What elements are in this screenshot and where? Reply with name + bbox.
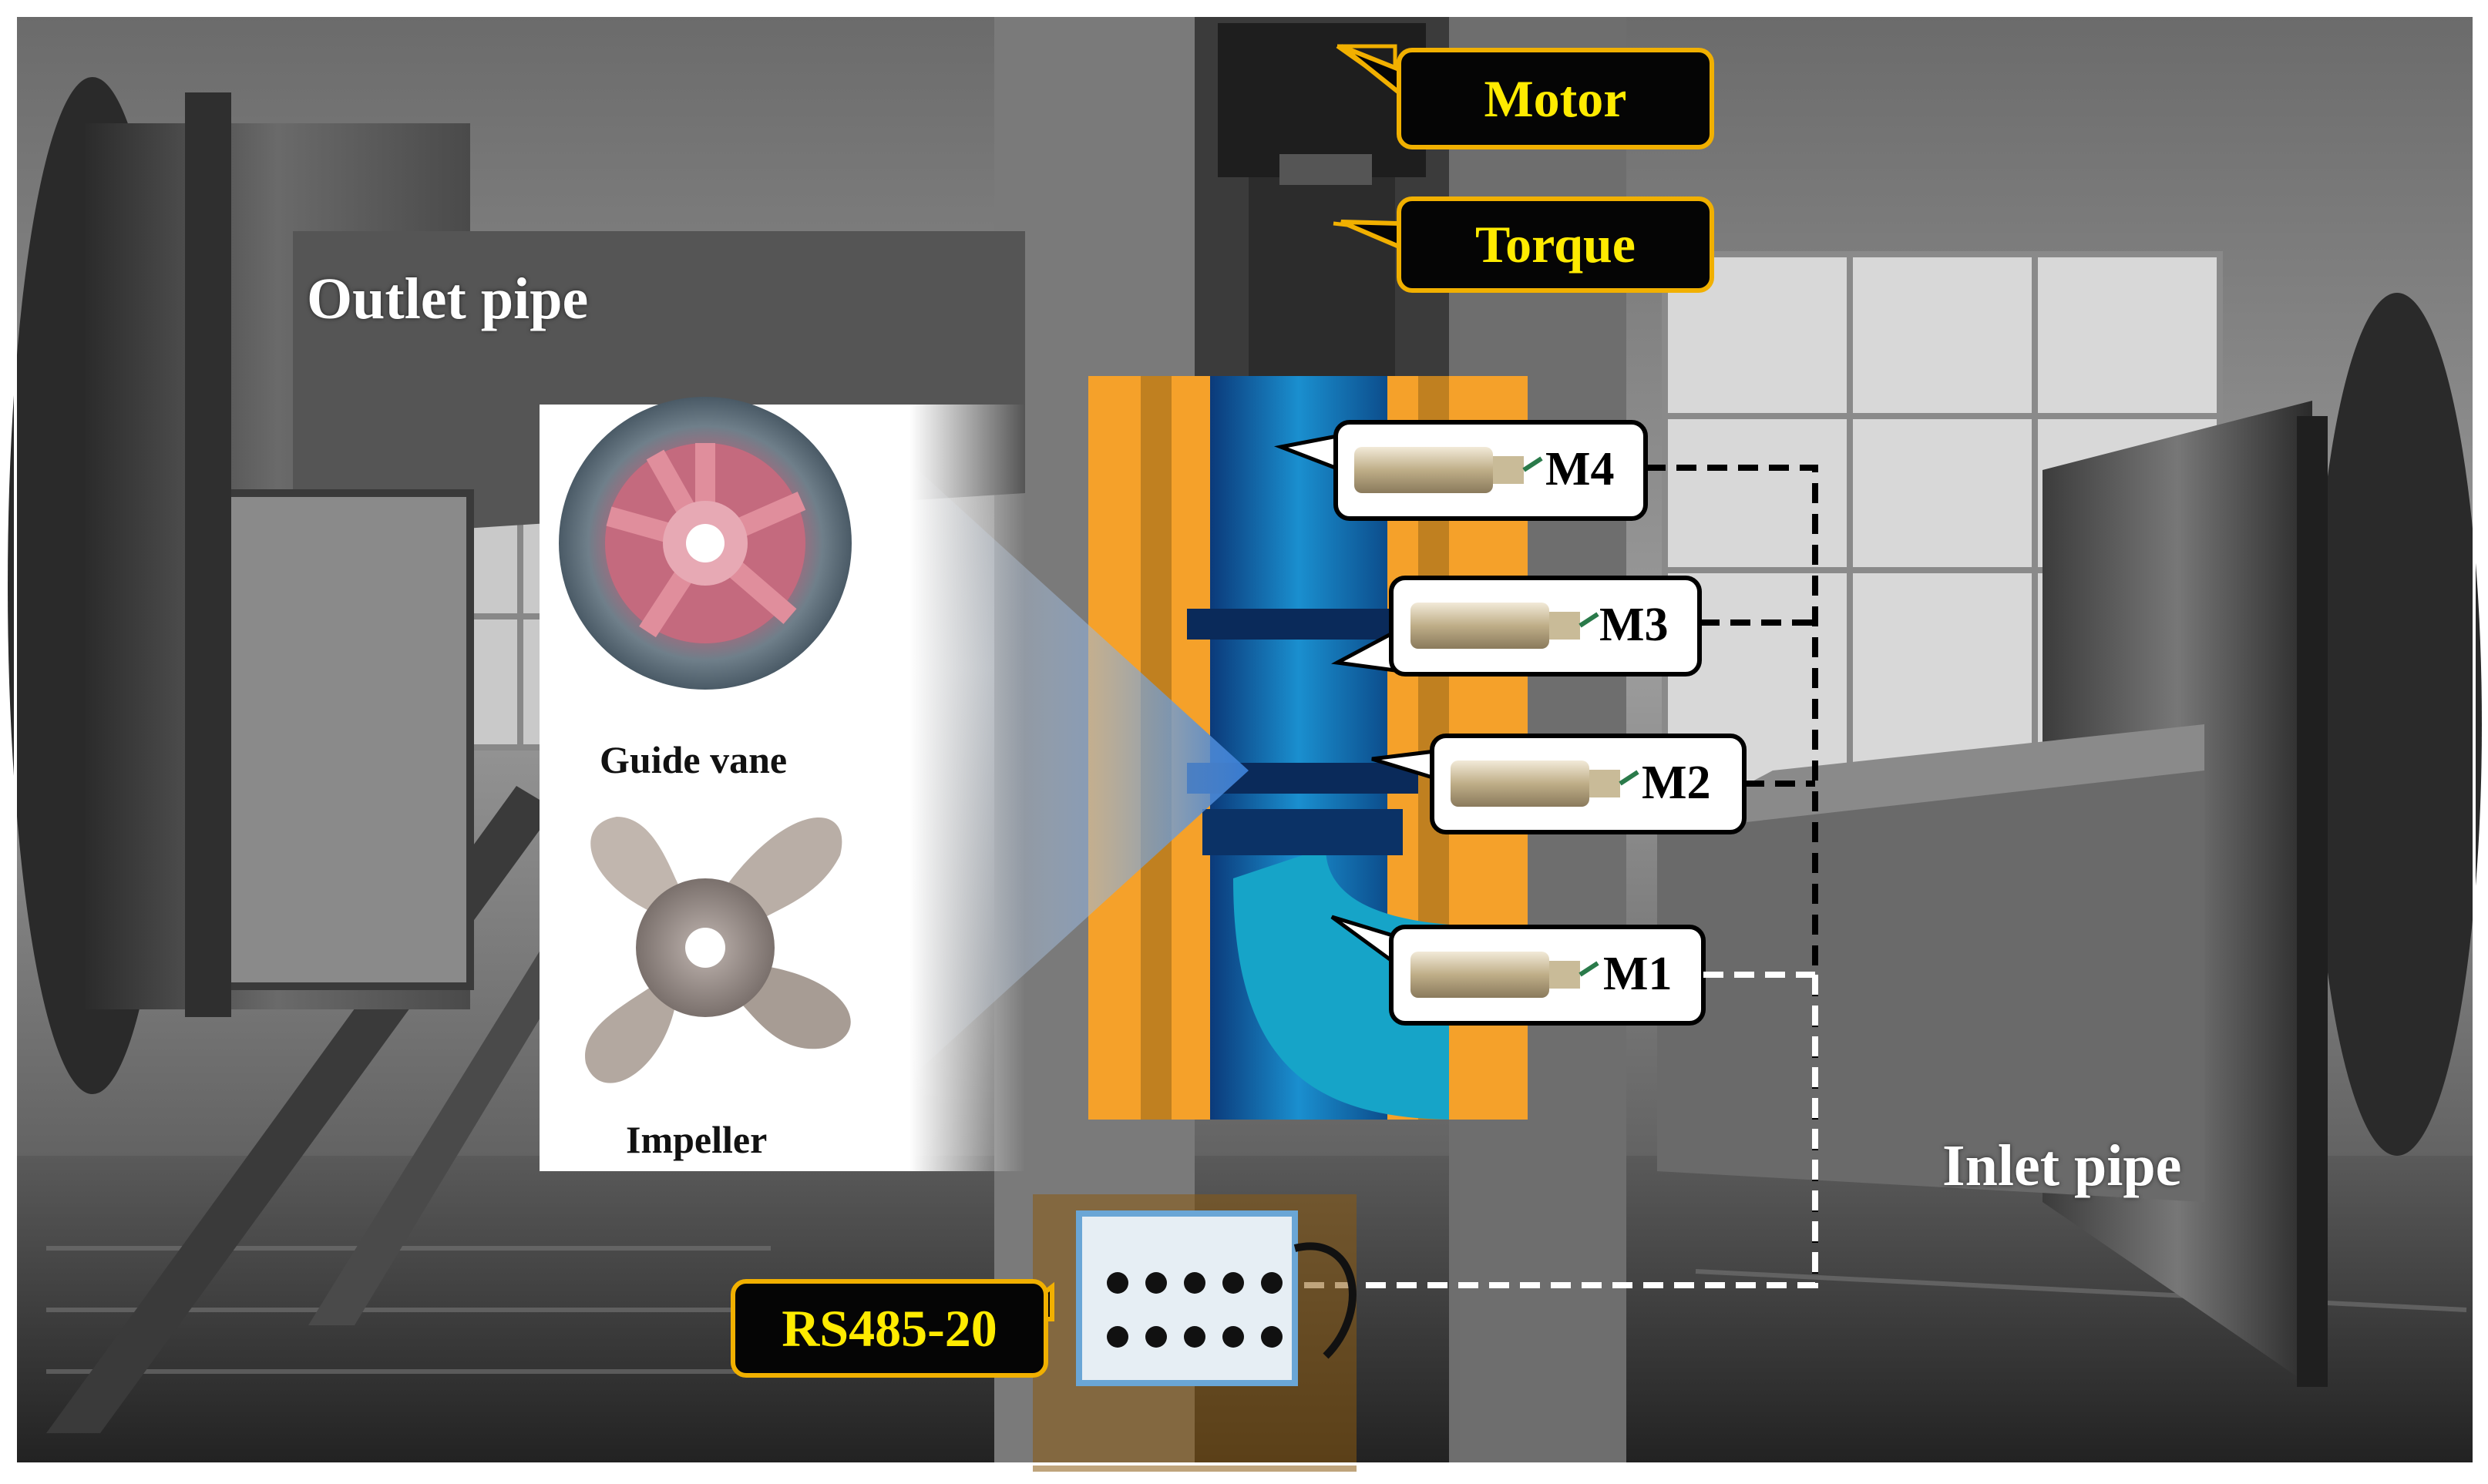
rs485-tag: RS485-20	[731, 1279, 1048, 1378]
outlet-pipe-label: Outlet pipe	[307, 267, 589, 331]
rs485-box	[1033, 1194, 1357, 1472]
inlet-pipe	[1657, 293, 2482, 1387]
impeller-label: Impeller	[626, 1118, 768, 1161]
motor-stack	[1218, 23, 1426, 378]
sensor-m3-label: M3	[1599, 599, 1669, 651]
sensor-m1-label: M1	[1603, 948, 1673, 1000]
signal-lines	[1303, 465, 1818, 1288]
motor-tag: Motor	[1397, 48, 1714, 149]
guide-vane-image	[559, 397, 852, 690]
sensor-m2	[1371, 734, 1747, 834]
guide-vane-label: Guide vane	[600, 738, 788, 781]
torque-tag: Torque	[1397, 196, 1714, 293]
impeller-image	[585, 817, 851, 1083]
outlet-pipe	[8, 77, 1025, 1094]
inlet-pipe-label: Inlet pipe	[1942, 1133, 2182, 1198]
sensor-m3	[1330, 576, 1702, 677]
inset-panel	[540, 397, 1249, 1171]
sensor-m2-label: M2	[1642, 757, 1711, 809]
sensor-m1	[1330, 915, 1706, 1026]
sensor-m4-label: M4	[1545, 443, 1615, 495]
